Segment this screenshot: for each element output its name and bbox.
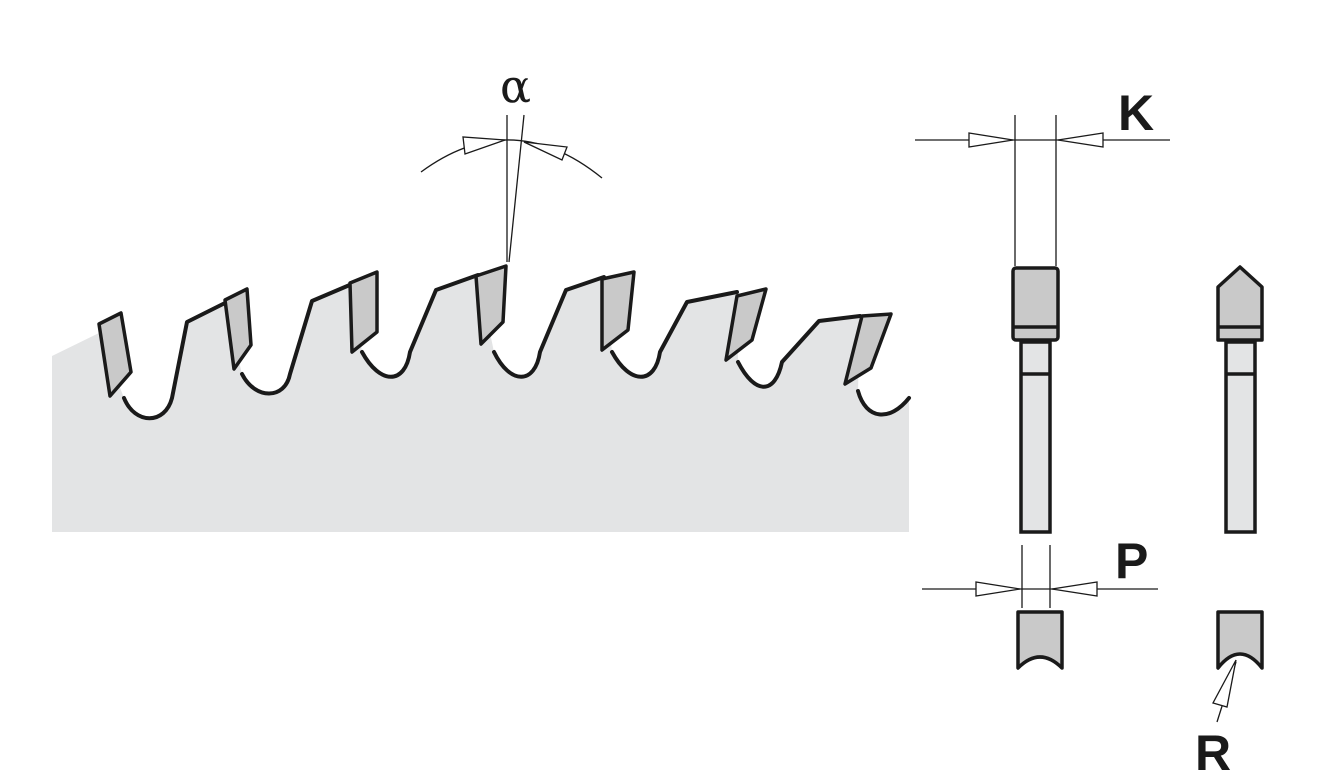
p-label: P <box>1115 533 1148 589</box>
blade-profile-line <box>122 273 911 421</box>
k-plate-body <box>1019 340 1052 534</box>
angle-arrow-left <box>462 136 506 155</box>
p-arrow-right <box>1051 581 1098 597</box>
angle-tooth-line <box>508 114 525 263</box>
carbide-tip-4 <box>474 264 508 346</box>
angle-arrow-right <box>523 141 568 161</box>
carbide-tip-5 <box>600 270 636 352</box>
blade-side-view <box>52 264 911 532</box>
alpha-label: α <box>500 59 531 113</box>
carbide-tip-7 <box>843 312 893 386</box>
p-arrow-left <box>975 581 1021 597</box>
angle-arc <box>420 139 603 179</box>
r-arrow <box>1212 659 1237 708</box>
tooth-trapezoid-view: R <box>1195 265 1264 781</box>
trapezoid-plate-body <box>1224 340 1257 534</box>
hook-angle-annotation: α <box>420 59 603 263</box>
carbide-tip-6 <box>724 287 768 362</box>
carbide-tip-3 <box>348 270 379 354</box>
trapezoid-tooth-tip <box>1216 265 1264 342</box>
r-label: R <box>1195 725 1231 781</box>
k-tooth-tip <box>1011 266 1060 342</box>
k-arrow-left <box>968 132 1014 148</box>
carbide-tip-2 <box>223 287 253 371</box>
blade-body <box>52 275 909 532</box>
carbide-tip-1 <box>97 311 133 398</box>
k-arrow-right <box>1057 132 1104 148</box>
hollow-tooth-section <box>1216 610 1264 670</box>
tooth-front-view: K P <box>915 85 1170 670</box>
k-tooth-section <box>1016 610 1064 670</box>
k-label: K <box>1118 85 1154 141</box>
